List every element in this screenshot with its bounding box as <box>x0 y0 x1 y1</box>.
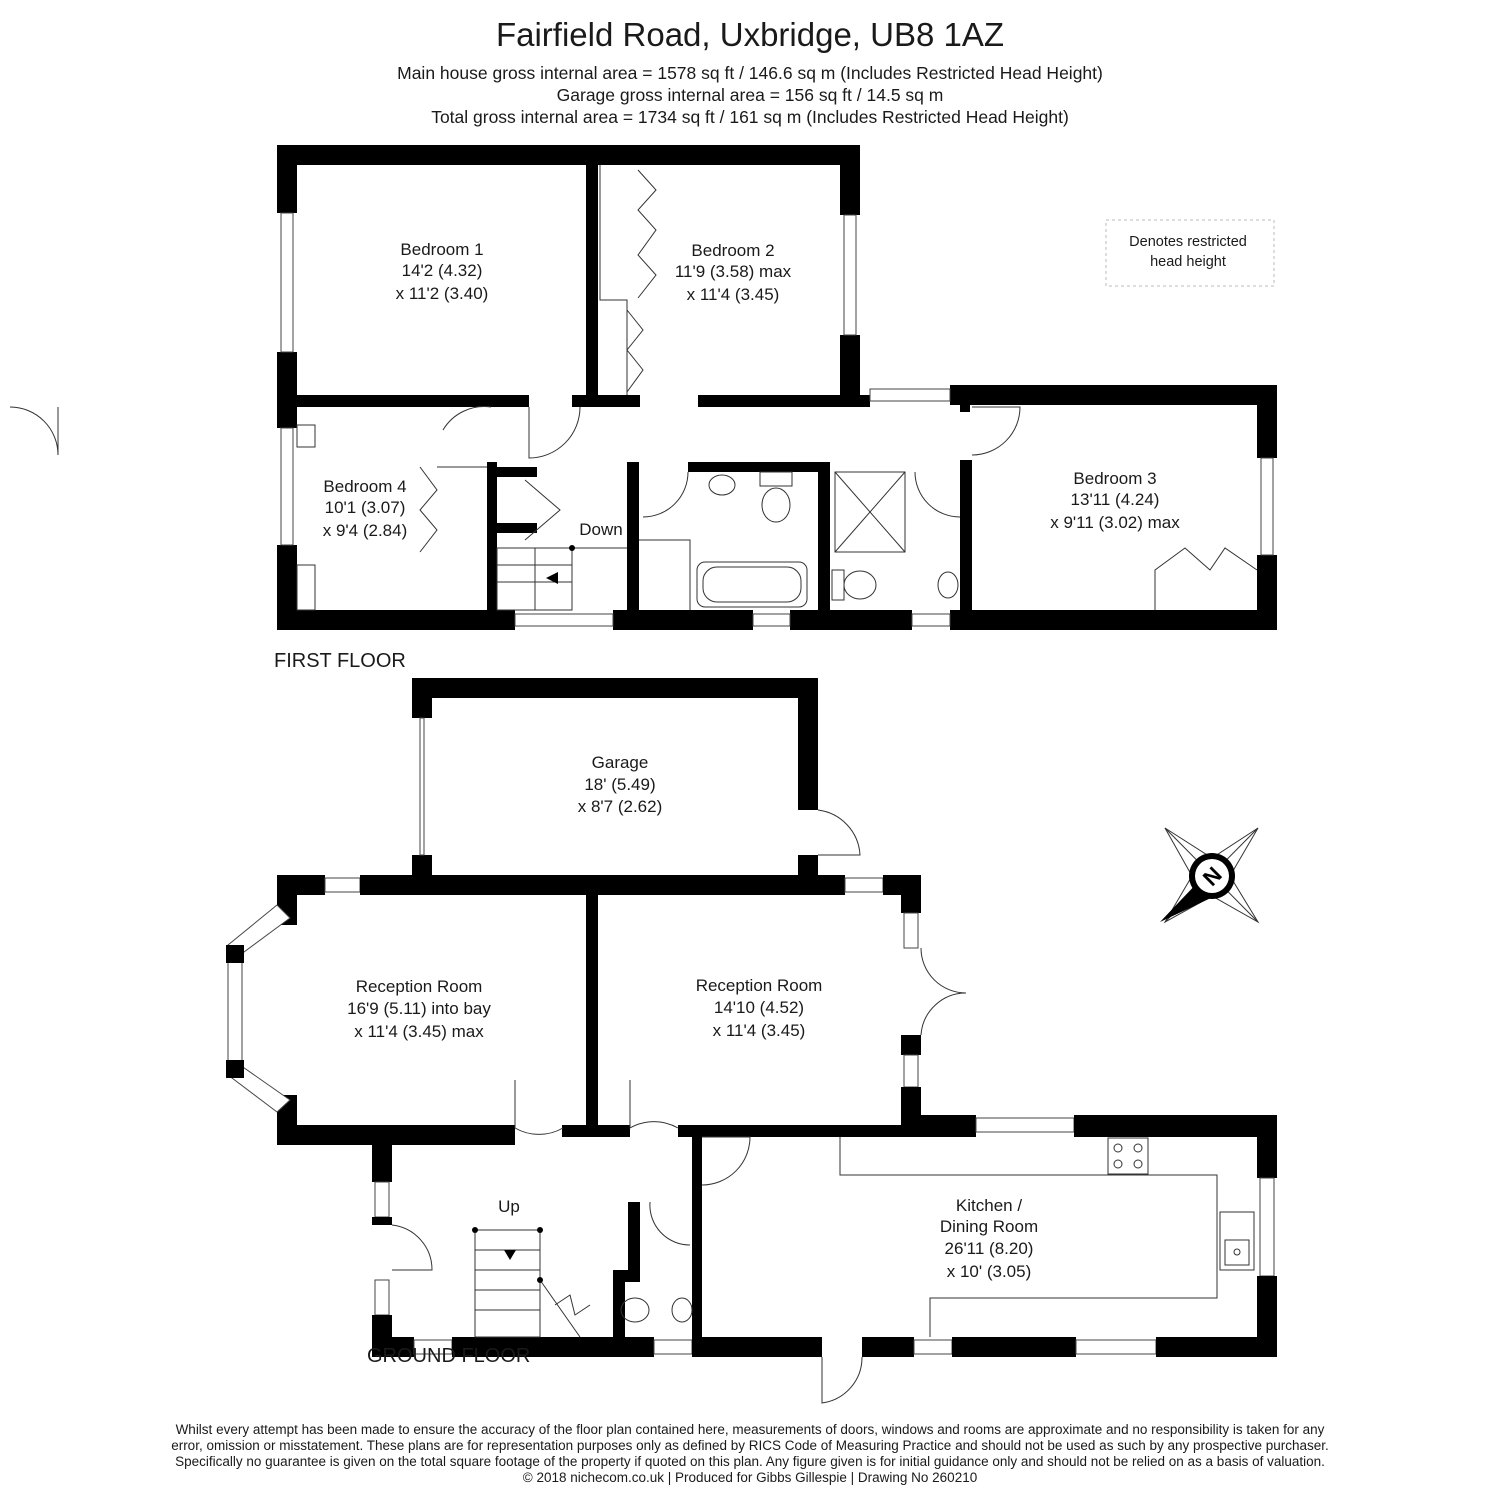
reception2-name: Reception Room <box>696 976 823 995</box>
main-house-area: Main house gross internal area = 1578 sq… <box>397 63 1103 83</box>
disclaimer-line2: error, omission or misstatement. These p… <box>171 1438 1329 1453</box>
bedroom1-dim1: 14'2 (4.32) <box>402 261 483 280</box>
key-text-line2: head height <box>1150 254 1226 270</box>
bedroom2-name: Bedroom 2 <box>691 241 774 260</box>
reception1-dim2: x 11'4 (3.45) max <box>354 1022 484 1041</box>
plan-title: Fairfield Road, Uxbridge, UB8 1AZ <box>495 16 1005 53</box>
bedroom3-name: Bedroom 3 <box>1073 469 1156 488</box>
garage-area: Garage gross internal area = 156 sq ft /… <box>556 85 944 105</box>
disclaimer-line1: Whilst every attempt has been made to en… <box>175 1422 1325 1437</box>
bedroom2-dim1: 11'9 (3.58) max <box>675 262 792 281</box>
key-text-line1: Denotes restricted <box>1129 234 1247 250</box>
garage-dim1: 18' (5.49) <box>584 775 655 794</box>
bedroom2-dim2: x 11'4 (3.45) <box>687 285 780 304</box>
bedroom4-dim1: 10'1 (3.07) <box>325 498 406 517</box>
ground-floor-plan <box>226 678 1277 1404</box>
reception2-dim2: x 11'4 (3.45) <box>713 1021 806 1040</box>
bedroom3-dim1: 13'11 (4.24) <box>1071 490 1160 509</box>
reception1-dim1: 16'9 (5.11) into bay <box>347 999 491 1018</box>
reception2-dim1: 14'10 (4.52) <box>714 998 804 1017</box>
reception1-name: Reception Room <box>356 977 483 996</box>
bedroom1-name: Bedroom 1 <box>400 240 483 259</box>
kitchen-dim1: 26'11 (8.20) <box>945 1239 1034 1258</box>
kitchen-dim2: x 10' (3.05) <box>947 1262 1032 1281</box>
bedroom4-dim2: x 9'4 (2.84) <box>323 521 408 540</box>
first-floor-label: FIRST FLOOR <box>274 650 406 672</box>
stairs-up-label: Up <box>498 1197 520 1216</box>
kitchen-name-line2: Dining Room <box>940 1217 1038 1236</box>
restricted-height-key-box <box>1105 219 1275 287</box>
kitchen-name: Kitchen / <box>956 1196 1022 1215</box>
disclaimer-line3: Specifically no guarantee is given on th… <box>175 1454 1325 1469</box>
copyright-line: © 2018 nichecom.co.uk | Produced for Gib… <box>522 1470 978 1485</box>
stairs-down-label: Down <box>579 520 622 539</box>
bedroom1-dim2: x 11'2 (3.40) <box>396 284 489 303</box>
first-floor-plan <box>9 145 1277 630</box>
compass-icon: N <box>1160 827 1260 924</box>
bedroom4-name: Bedroom 4 <box>323 477 406 496</box>
disclaimer: Whilst every attempt has been made to en… <box>20 1422 1480 1486</box>
bedroom3-dim2: x 9'11 (3.02) max <box>1050 513 1180 532</box>
total-area: Total gross internal area = 1734 sq ft /… <box>431 107 1069 127</box>
ground-floor-label: GROUND FLOOR <box>367 1345 530 1367</box>
garage-name: Garage <box>592 753 649 772</box>
garage-dim2: x 8'7 (2.62) <box>578 797 663 816</box>
